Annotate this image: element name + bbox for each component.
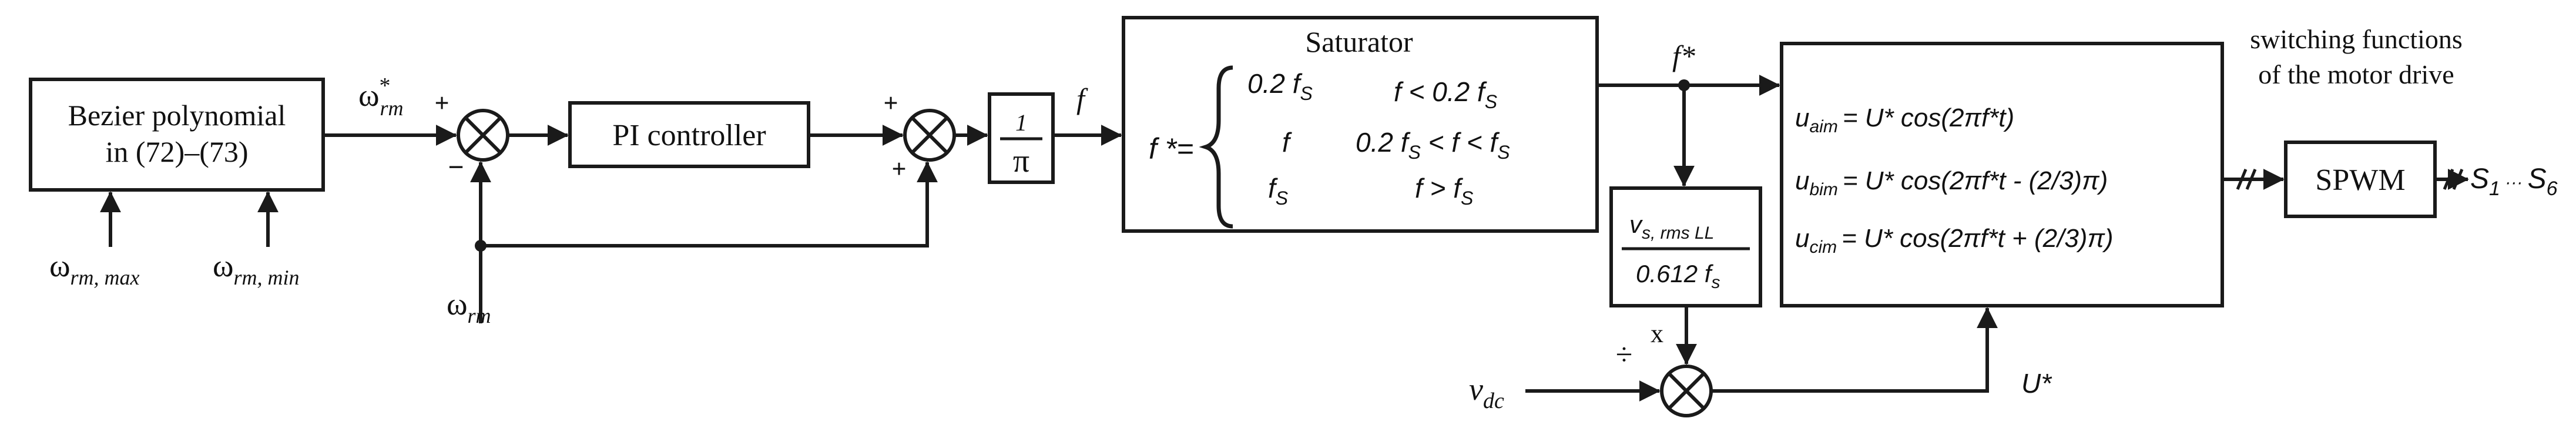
ratio-denominator: 0.612 fs [1636, 260, 1720, 292]
reference-voltage-modulator-block: uaim= U* cos(2πf*t) ubim= U* cos(2πf*t -… [1780, 42, 2224, 307]
pi-controller-label: PI controller [612, 119, 766, 152]
voltage-frequency-ratio-block: vs, rms LL 0.612 fs [1609, 186, 1762, 307]
caption-line1: switching functions [2250, 24, 2463, 54]
speed-ref-plus-sign: + [434, 89, 449, 118]
saturator-case2-value: f [1282, 127, 1292, 158]
speed-feedback-minus-sign: − [448, 152, 464, 183]
ub-equation: ubim= U* cos(2πf*t - (2/3)π) [1795, 166, 2108, 199]
signal-wires [100, 75, 2469, 402]
bus-slash-4 [2452, 169, 2464, 190]
saturator-title: Saturator [1305, 25, 1413, 58]
dc-voltage-label: vdc [1469, 372, 1504, 413]
gain-denominator: π [1013, 143, 1029, 179]
pi-output-plus-sign: + [883, 89, 898, 118]
uc-equation: ucim= U* cos(2πf*t + (2/3)π) [1795, 224, 2114, 257]
saturator-case1-value: 0.2 fS [1247, 68, 1313, 104]
speed-reference-label: ω*rm [358, 73, 404, 120]
bezier-label-line1: Bezier polynomial [68, 99, 286, 132]
saturator-lhs: f *= [1149, 132, 1193, 165]
fstar-branch-node [1678, 79, 1690, 91]
wire-ustar [1711, 307, 1998, 393]
ratio-numerator: vs, rms LL [1629, 210, 1714, 243]
inverse-pi-gain-block: 1 π [988, 92, 1055, 184]
bezier-label-line2: in (72)–(73) [106, 135, 249, 168]
ua-equation: uaim= U* cos(2πf*t) [1795, 103, 2014, 136]
feedforward-summing-junction [903, 109, 956, 162]
saturator-block: Saturator f *= 0.2 fS f < 0.2 fS f 0.2 f… [1122, 16, 1599, 233]
spwm-label: SPWM [2315, 163, 2405, 197]
saturator-case1-condition: f < 0.2 fS [1394, 76, 1497, 112]
bus-slash-1 [2236, 169, 2248, 190]
dc-voltage-multiplier-junction [1660, 365, 1713, 417]
bezier-polynomial-block: Bezier polynomial in (72)–(73) [29, 78, 325, 192]
frequency-f-label: f [1076, 82, 1088, 115]
saturator-case3-value: fS [1268, 173, 1288, 209]
saturator-case3-condition: f > fS [1415, 173, 1473, 209]
caption-line2: of the motor drive [2258, 59, 2454, 89]
switching-outputs-label: S1 ··· S6 [2470, 163, 2558, 200]
divide-sign: ÷ [1616, 338, 1633, 372]
saturator-case2-condition: 0.2 fS < f < fS [1356, 127, 1510, 163]
gain-numerator: 1 [1015, 109, 1027, 136]
min-speed-label: ωrm, min [213, 248, 300, 289]
saturator-brace [1199, 65, 1233, 229]
multiply-sign: x [1651, 319, 1663, 348]
frequency-fstar-label: f* [1672, 39, 1695, 72]
max-speed-label: ωrm, max [49, 248, 140, 289]
speed-error-summing-junction [457, 109, 509, 162]
feedback-branch-node [475, 240, 487, 252]
voltage-amplitude-label: U* [2021, 368, 2052, 399]
motor-speed-label: ωrm [447, 286, 491, 327]
pi-controller-block: PI controller [568, 101, 810, 168]
bus-slash-3 [2443, 169, 2454, 190]
bus-slash-2 [2245, 169, 2257, 190]
feedforward-plus-sign: + [891, 155, 906, 183]
spwm-block: SPWM [2284, 141, 2437, 218]
wire-speed-feedforward [481, 161, 938, 248]
